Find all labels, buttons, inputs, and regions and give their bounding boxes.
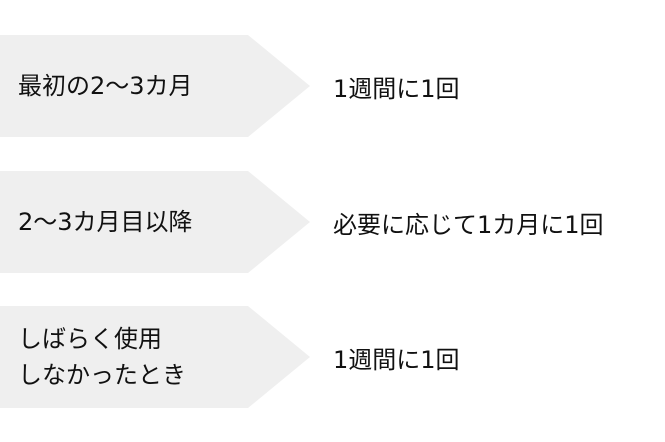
frequency-text: 1週間に1回	[333, 345, 460, 374]
frequency-text: 1週間に1回	[333, 74, 460, 103]
period-label-line: しばらく使用	[18, 325, 162, 353]
period-arrow-shape	[0, 35, 310, 137]
frequency-text: 必要に応じて1カ月に1回	[333, 210, 604, 239]
period-arrow-shape	[0, 171, 310, 273]
schedule-row: しばらく使用 しなかったとき 1週間に1回	[0, 306, 665, 408]
period-arrow-shape	[0, 306, 310, 408]
period-label: 2～3カ月目以降	[18, 171, 288, 273]
period-label-line: しなかったとき	[18, 361, 186, 389]
period-label-line: 2～3カ月目以降	[18, 208, 193, 236]
schedule-row: 最初の2～3カ月 1週間に1回	[0, 35, 665, 137]
period-label-line: 最初の2～3カ月	[18, 72, 193, 100]
schedule-row: 2～3カ月目以降 必要に応じて1カ月に1回	[0, 171, 665, 273]
period-label: 最初の2～3カ月	[18, 35, 288, 137]
period-label: しばらく使用 しなかったとき	[18, 306, 288, 408]
